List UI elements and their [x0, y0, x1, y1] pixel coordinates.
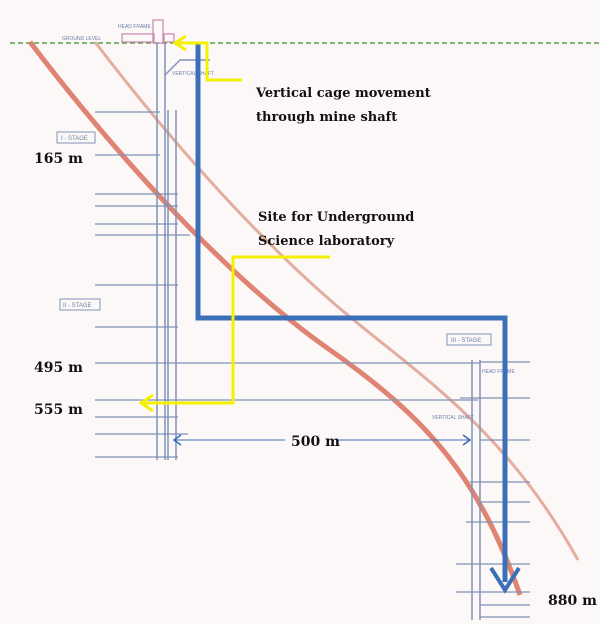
distance-label-bg: [285, 432, 337, 448]
main-lode: [28, 40, 523, 596]
lab-site-arrow-icon: [138, 393, 154, 413]
cage-annotation-line1: Vertical cage movement: [255, 86, 431, 101]
cage-callout-line: [176, 41, 242, 82]
lab-annotation-line1: Site for Underground: [258, 210, 414, 225]
right-head-frame-label: HEAD FRAME: [482, 369, 515, 375]
cage-arrow-icon: [489, 566, 521, 594]
mine-levels-left: [95, 111, 480, 458]
stage-3-box: [446, 333, 492, 346]
stage-2-label: II - STAGE: [63, 303, 92, 309]
cage-callout-arrow-icon: [172, 34, 187, 52]
lab-site-path: [142, 255, 330, 405]
depth-165: 165 m: [34, 151, 83, 167]
stage-3-label: III - STAGE: [451, 338, 481, 344]
head-frame-label: HEAD FRAME: [118, 24, 151, 30]
stage-1-label: I - STAGE: [61, 136, 88, 142]
head-frame: [121, 19, 175, 44]
depth-495: 495 m: [34, 360, 83, 376]
cage-annotation-line2: through mine shaft: [256, 110, 397, 125]
depth-555: 555 m: [34, 402, 83, 418]
stage-2-box: [59, 298, 101, 311]
right-vertical-shaft-label: VERTICAL SHAFT: [432, 415, 474, 421]
lab-annotation-line2: Science laboratory: [258, 234, 395, 249]
cage-movement-path: [195, 43, 508, 582]
stage-1-box: [56, 131, 96, 144]
ground-level-label: GROUND LEVEL: [62, 36, 101, 42]
main-shaft: [156, 43, 210, 460]
distance-label: 500 m: [291, 434, 340, 450]
vertical-shaft-label: VERTICAL SHAFT: [172, 71, 214, 77]
right-shaft: [456, 360, 530, 620]
depth-880: 880 m: [548, 593, 597, 609]
